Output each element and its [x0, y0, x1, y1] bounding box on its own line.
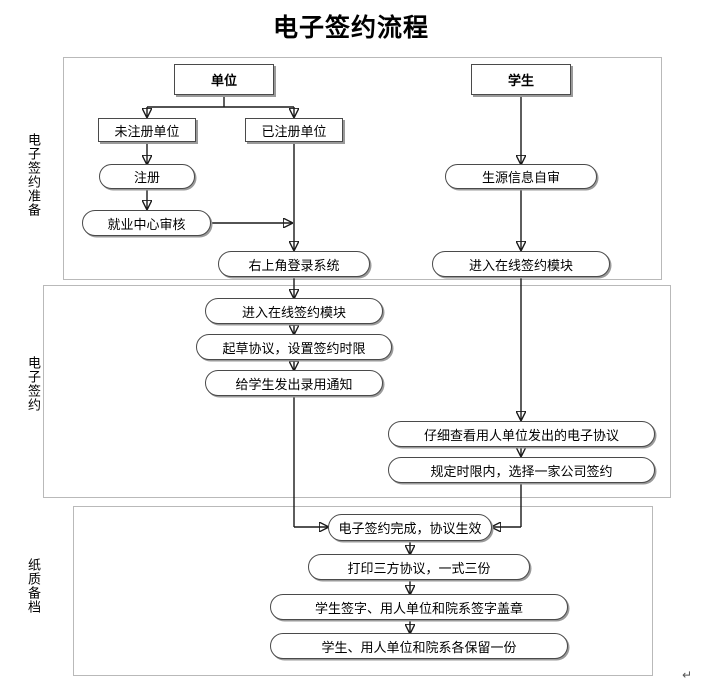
section-label-sign: 电子签约	[25, 356, 40, 412]
node-sign-and-seal[interactable]: 学生签字、用人单位和院系签字盖章	[270, 594, 568, 620]
node-unit[interactable]: 单位	[174, 64, 274, 95]
node-student[interactable]: 学生	[471, 64, 571, 95]
section-frame-prep	[63, 57, 662, 280]
node-send-offer[interactable]: 给学生发出录用通知	[205, 370, 383, 396]
node-draft-agreement[interactable]: 起草协议，设置签约时限	[196, 334, 392, 360]
node-unregistered-unit[interactable]: 未注册单位	[98, 118, 196, 142]
node-print-tripartite-agreement[interactable]: 打印三方协议，一式三份	[308, 554, 530, 580]
node-esign-completed[interactable]: 电子签约完成，协议生效	[328, 514, 492, 541]
section-frame-paper	[73, 506, 653, 676]
node-unit-enter-online-module[interactable]: 进入在线签约模块	[205, 298, 383, 324]
node-keep-one-copy-each[interactable]: 学生、用人单位和院系各保留一份	[270, 633, 568, 659]
node-registered-unit[interactable]: 已注册单位	[245, 118, 343, 142]
node-student-self-check[interactable]: 生源信息自审	[445, 164, 597, 189]
node-login-system[interactable]: 右上角登录系统	[218, 251, 370, 277]
node-student-enter-online-module[interactable]: 进入在线签约模块	[432, 251, 610, 277]
node-career-center-review[interactable]: 就业中心审核	[82, 210, 211, 236]
page-title: 电子签约流程	[272, 13, 429, 42]
node-choose-company[interactable]: 规定时限内，选择一家公司签约	[388, 457, 655, 483]
node-review-agreement[interactable]: 仔细查看用人单位发出的电子协议	[388, 421, 655, 447]
section-frame-sign	[43, 285, 671, 498]
section-label-prep: 电子签约准备	[25, 133, 40, 217]
paragraph-end-mark: ↵	[681, 668, 692, 682]
section-label-paper: 纸质备档	[25, 558, 40, 614]
node-register[interactable]: 注册	[99, 164, 195, 189]
